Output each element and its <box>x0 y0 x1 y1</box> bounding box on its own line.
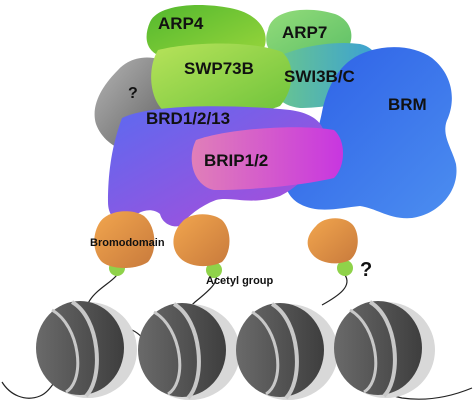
nucleosome-3 <box>236 302 338 400</box>
acetyl-group-2 <box>206 262 222 278</box>
acetyl-group-3 <box>337 260 353 276</box>
label-brm: BRM <box>388 95 427 114</box>
swp73b-subunit <box>151 43 292 118</box>
bromodomain-1 <box>94 211 155 268</box>
nucleosome-2 <box>138 302 240 400</box>
nucleosome-4 <box>334 300 435 398</box>
bromodomain-2 <box>173 214 230 267</box>
nucleosome-1 <box>36 300 137 398</box>
brip-subunit <box>191 127 343 190</box>
label-arp4: ARP4 <box>158 14 204 33</box>
label-bromodomain: Bromodomain <box>90 237 165 249</box>
label-acetyl-group: Acetyl group <box>206 275 274 287</box>
label-swp73b: SWP73B <box>184 59 254 78</box>
label-unknown-binding: ? <box>360 259 372 281</box>
label-swi3bc: SWI3B/C <box>284 67 355 86</box>
label-brd: BRD1/2/13 <box>146 109 230 128</box>
label-unknown-subunit: ? <box>128 85 138 102</box>
bromodomain-3 <box>307 218 358 264</box>
label-arp7: ARP7 <box>282 23 327 42</box>
label-brip: BRIP1/2 <box>204 151 268 170</box>
